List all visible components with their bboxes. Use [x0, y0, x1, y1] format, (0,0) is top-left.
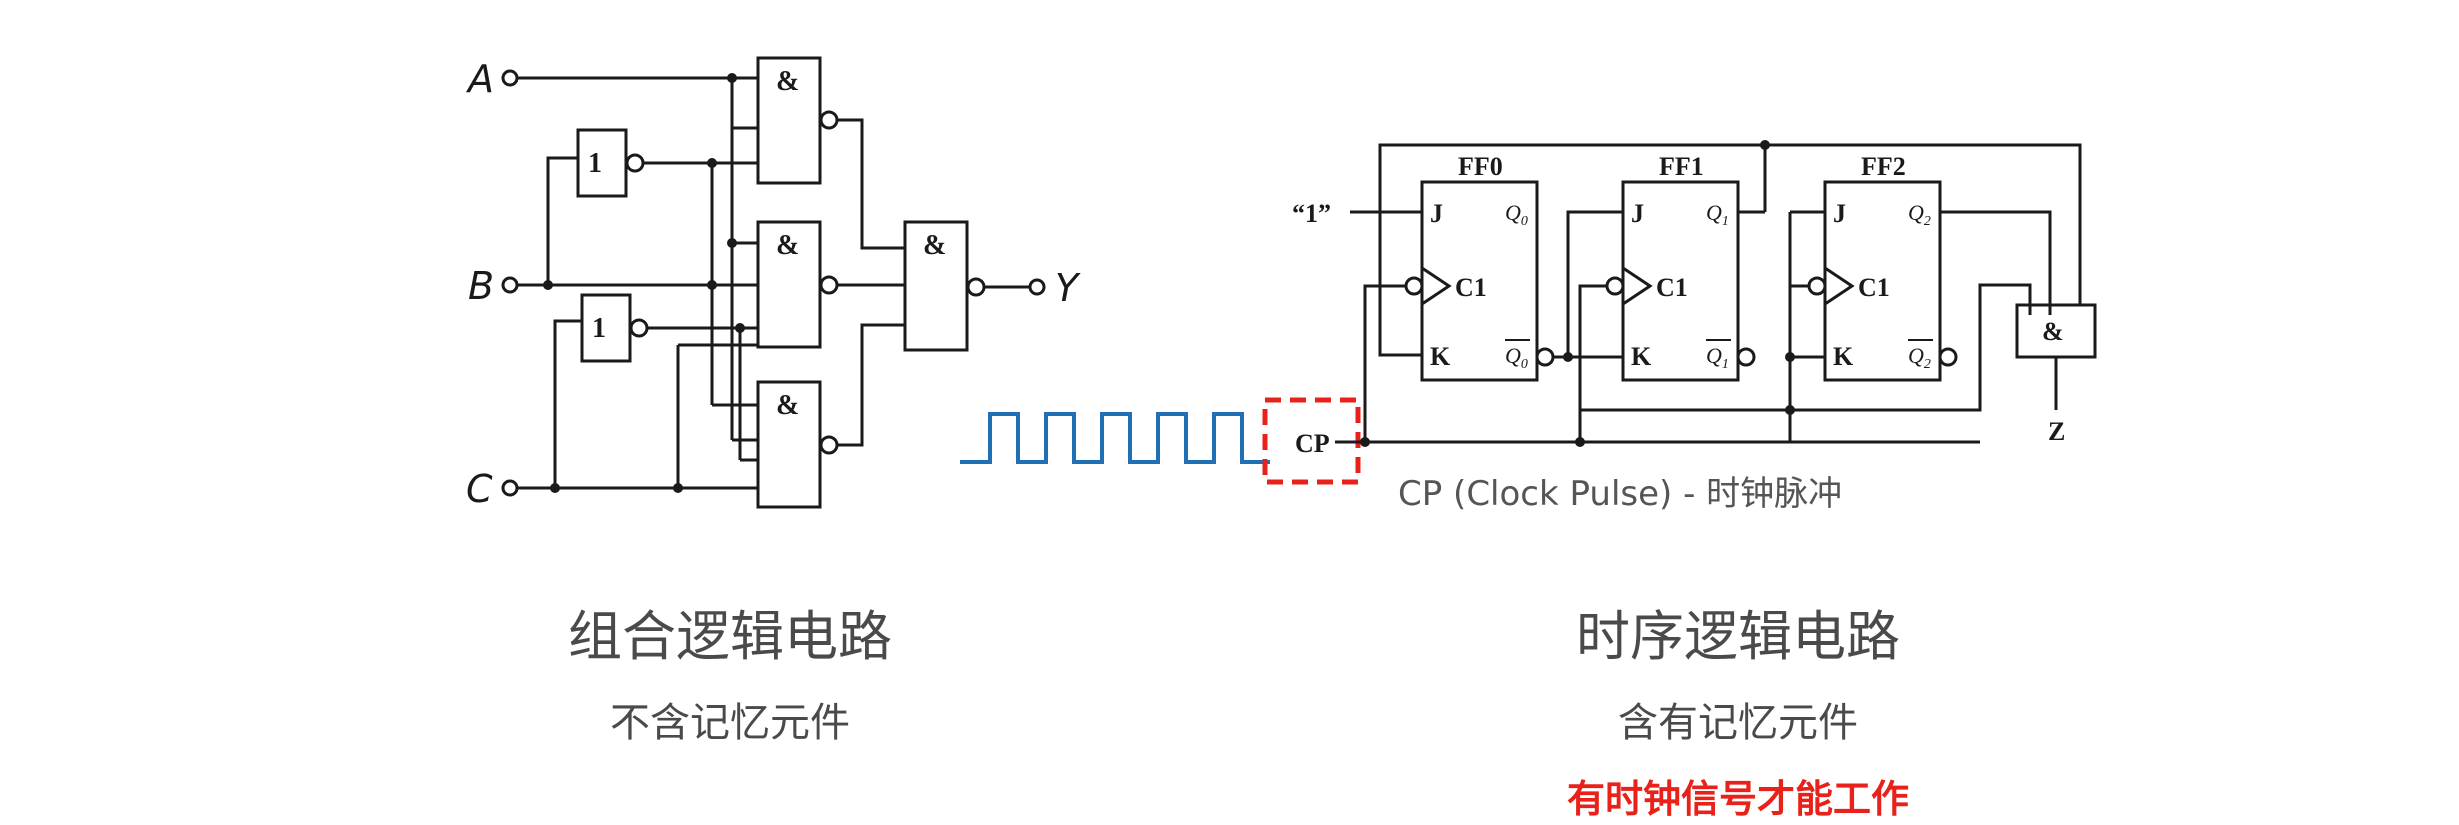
output-z-label: Z [2048, 417, 2065, 446]
ff1-j-label: J [1631, 199, 1644, 228]
cp-label: CP [1295, 429, 1330, 458]
sequential-title: 时序逻辑电路 [1576, 605, 1900, 668]
input-a-terminal [501, 69, 519, 87]
ff2-qbar-label: Q2 [1908, 343, 1931, 372]
not-gate-2 [580, 293, 632, 363]
ff2-label: FF2 [1861, 152, 1906, 181]
output-y-label: Y [1055, 266, 1081, 310]
clock-waveform [960, 412, 1270, 464]
ff2-k-label: K [1833, 342, 1854, 371]
ff1-label: FF1 [1659, 152, 1704, 181]
ff1-c1-label: C1 [1656, 273, 1688, 302]
input-b-label: B [468, 264, 494, 308]
output-y-terminal [1028, 278, 1046, 296]
ff0-label: FF0 [1458, 152, 1503, 181]
ff2-c1-label: C1 [1858, 273, 1890, 302]
clock-required-note: 有时钟信号才能工作 [1566, 777, 1909, 821]
ff1-q-label: Q1 [1706, 200, 1729, 229]
input-b-terminal [501, 276, 519, 294]
and-gate-output-label: & [923, 230, 946, 261]
input-c-terminal [501, 479, 519, 497]
not-gate-1 [576, 128, 628, 198]
and-gate-z-label: & [2042, 317, 2064, 346]
ff1-qbar-label: Q1 [1706, 343, 1729, 372]
sequential-subtitle: 含有记忆元件 [1618, 700, 1858, 746]
ff0-q-label: Q0 [1505, 200, 1528, 229]
ff0-c1-label: C1 [1455, 273, 1487, 302]
const-one-label: “1” [1292, 199, 1331, 228]
and-gate-3-label: & [776, 390, 799, 421]
and-gate-1-label: & [776, 66, 799, 97]
not-gate-2-label: 1 [592, 313, 606, 344]
not-gate-1-label: 1 [588, 148, 602, 179]
ff1-k-label: K [1631, 342, 1652, 371]
combinational-title: 组合逻辑电路 [568, 605, 892, 668]
combinational-subtitle: 不含记忆元件 [610, 700, 850, 746]
ff0-k-label: K [1430, 342, 1451, 371]
and-gate-2-label: & [776, 230, 799, 261]
ff0-j-label: J [1430, 199, 1443, 228]
ff2-j-label: J [1833, 199, 1846, 228]
clock-caption: CP (Clock Pulse) - 时钟脉冲 [1398, 474, 1843, 514]
input-c-label: C [466, 467, 493, 511]
ff0-qbar-label: Q0 [1505, 343, 1528, 372]
ff2-q-label: Q2 [1908, 200, 1931, 229]
input-a-label: A [465, 57, 494, 101]
